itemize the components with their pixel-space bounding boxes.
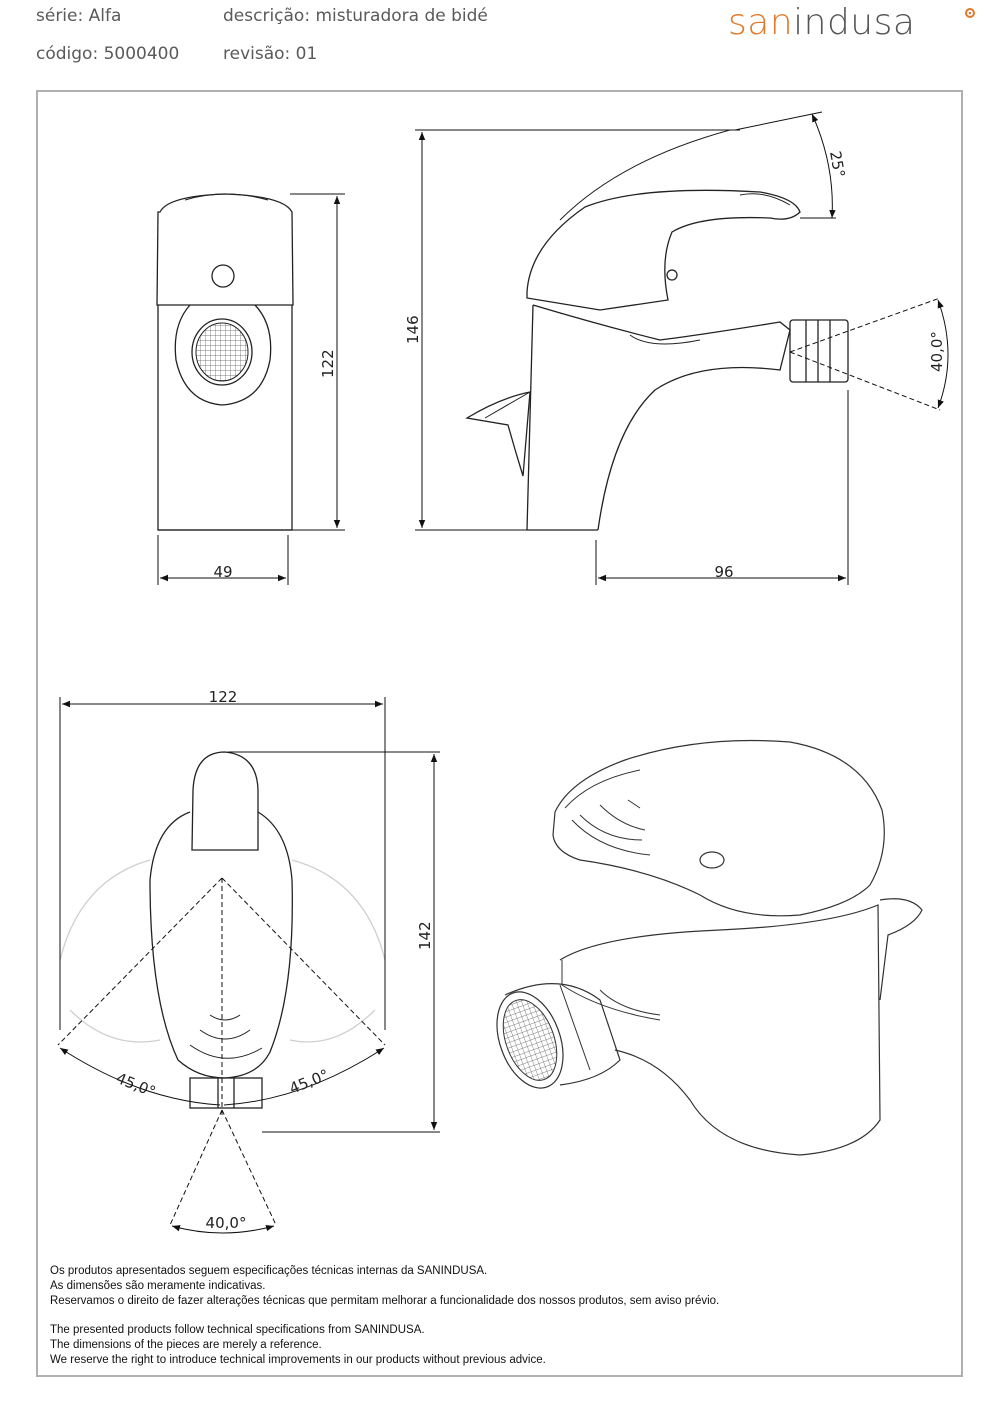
descricao-label: descrição: misturadora de bidé: [223, 6, 488, 26]
side-view: [465, 129, 849, 531]
brand-suffix: indusa: [793, 2, 916, 43]
front-height-label: 122: [319, 349, 337, 378]
side-height-label: 146: [404, 315, 422, 344]
top-length-label: 142: [416, 921, 434, 950]
brand-prefix: san: [728, 2, 794, 43]
note-pt-1: Os produtos apresentados seguem especifi…: [50, 1265, 488, 1277]
notes-pt: Os produtos apresentados seguem especifi…: [50, 1264, 950, 1309]
front-view: [156, 193, 294, 531]
drawing-frame: [36, 90, 963, 1377]
note-en-1: The presented products follow technical …: [50, 1324, 425, 1336]
note-en-2: The dimensions of the pieces are merely …: [50, 1339, 322, 1351]
top-right-angle-label: 45,0°: [287, 1066, 332, 1098]
front-dimensions: [157, 193, 345, 585]
notes-en: The presented products follow technical …: [50, 1323, 950, 1368]
serie-label: série: Alfa: [36, 6, 122, 26]
top-width-label: 122: [209, 688, 238, 706]
brand-logo: sanindusa: [728, 2, 915, 43]
side-lever-angle-label: 25°: [826, 150, 848, 179]
top-view: [59, 751, 386, 1109]
top-spray-angle-label: 40,0°: [206, 1214, 247, 1232]
front-width-label: 49: [213, 563, 232, 581]
note-pt-3: Reservamos o direito de fazer alterações…: [50, 1295, 720, 1307]
brand-mark-icon: [965, 8, 975, 18]
codigo-label: código: 5000400: [36, 44, 180, 64]
side-spray-angle-label: 40,0°: [928, 331, 946, 372]
note-pt-2: As dimensões são meramente indicativas.: [50, 1280, 266, 1292]
side-depth-label: 96: [714, 563, 733, 581]
perspective-view: [496, 739, 923, 1156]
top-dimensions: [57, 697, 440, 1234]
note-en-3: We reserve the right to introduce techni…: [50, 1354, 546, 1366]
side-dimensions: [415, 111, 949, 585]
top-left-angle-label: 45,0°: [114, 1069, 159, 1101]
revisao-label: revisão: 01: [223, 44, 318, 64]
